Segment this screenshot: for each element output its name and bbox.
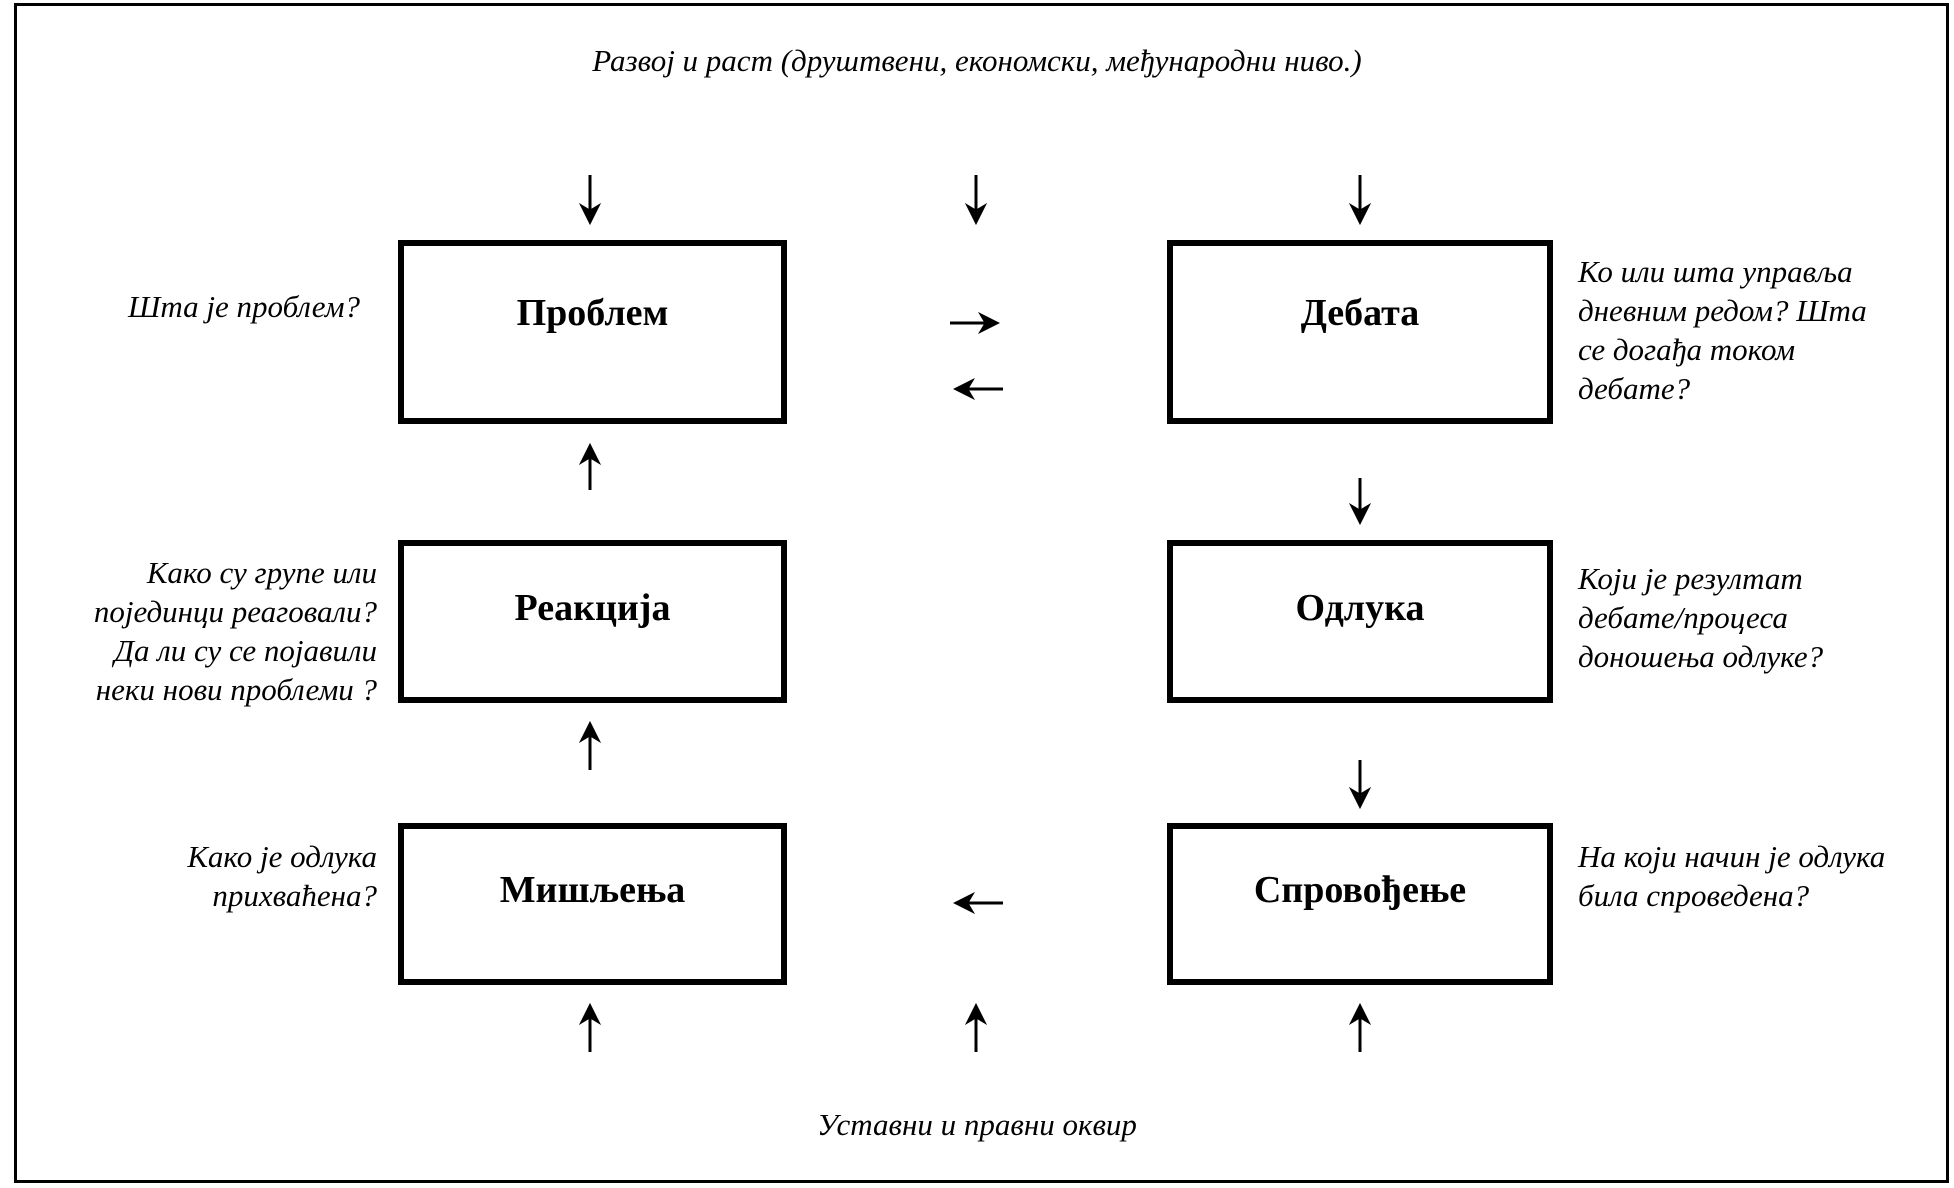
question-debate: Ко или шта управља дневним редом? Шта се…: [1578, 254, 1867, 406]
node-problem: Проблем: [398, 240, 787, 424]
question-implementation: На који начин је одлука била спроведена?: [1578, 839, 1886, 913]
node-problem-label: Проблем: [516, 292, 669, 334]
node-implementation: Спровођење: [1167, 823, 1553, 985]
question-problem: Шта је проблем?: [128, 289, 360, 324]
bottom-context-label: Уставни и правни оквир: [817, 1107, 1137, 1142]
node-implementation-label: Спровођење: [1253, 869, 1467, 911]
node-decision-label: Одлука: [1295, 586, 1425, 629]
node-debate-label: Дебата: [1300, 292, 1420, 334]
node-debate: Дебата: [1167, 240, 1553, 424]
node-reaction-label: Реакција: [514, 586, 671, 629]
node-opinions: Мишљења: [398, 823, 787, 985]
node-reaction: Реакција: [398, 540, 787, 703]
question-reaction: Како су групе или појединци реаговали? Д…: [93, 555, 377, 707]
question-decision: Који је резултат дебате/процеса доношења…: [1578, 561, 1824, 674]
diagram-outer-border: [14, 3, 1949, 1183]
node-decision: Одлука: [1167, 540, 1553, 703]
question-opinions: Како је одлука прихваћена?: [187, 839, 377, 913]
top-context-label: Развој и раст (друштвени, економски, међ…: [592, 43, 1362, 78]
node-opinions-label: Мишљења: [499, 869, 686, 911]
